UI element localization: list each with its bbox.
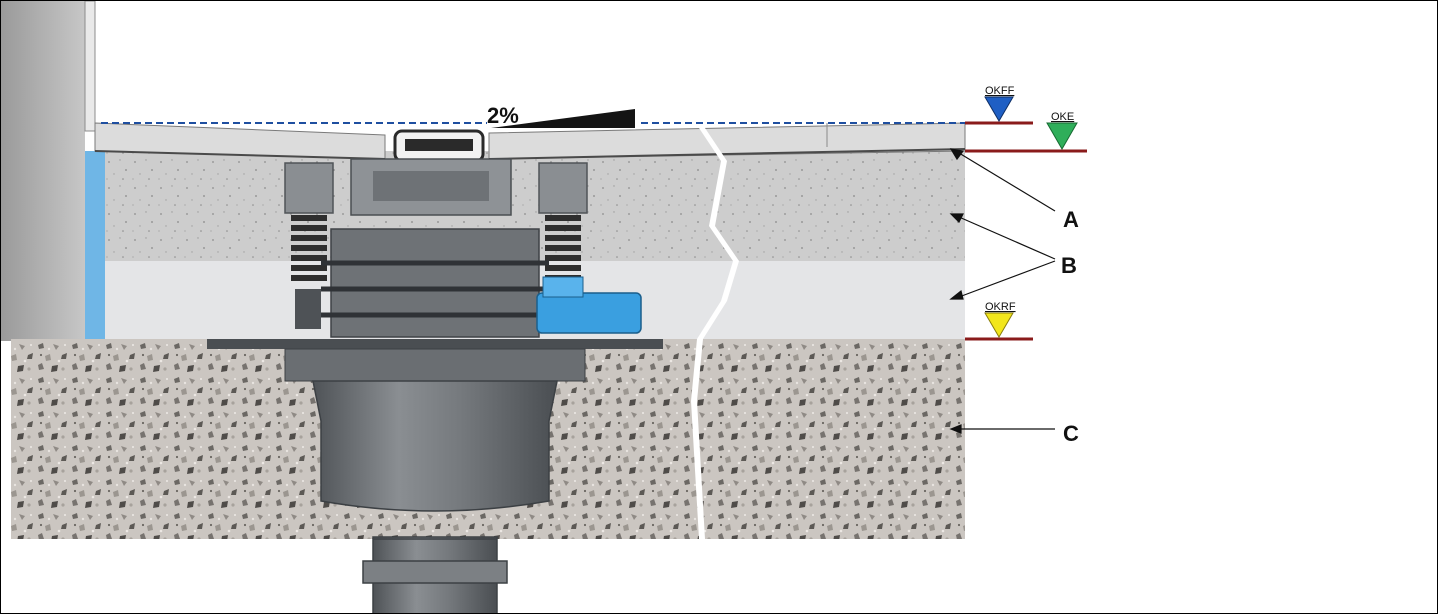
wall-tile <box>84 1 96 132</box>
callout-c: C <box>1063 421 1079 446</box>
okrf-marker-icon <box>984 312 1014 338</box>
okff-label: OKFF <box>985 85 1015 97</box>
okff-marker-icon <box>984 96 1014 122</box>
blue-side-fitting <box>536 292 642 334</box>
drain-sleeve <box>330 228 540 338</box>
section-break-line <box>691 125 739 539</box>
callout-a: A <box>1063 207 1079 232</box>
waterproofing-strip <box>85 151 105 339</box>
oke-label: OKE <box>1051 111 1074 123</box>
slope-label: 2% <box>487 103 519 128</box>
oke-marker-icon <box>1046 122 1078 151</box>
drain-body <box>312 380 558 512</box>
okrf-label: OKRF <box>985 301 1016 313</box>
drain-flange <box>207 339 663 349</box>
wall <box>1 1 85 341</box>
leveling-foot-left <box>284 162 334 214</box>
slope-wedge <box>491 109 635 128</box>
leveling-foot-right <box>538 162 588 214</box>
callout-b: B <box>1061 253 1077 278</box>
